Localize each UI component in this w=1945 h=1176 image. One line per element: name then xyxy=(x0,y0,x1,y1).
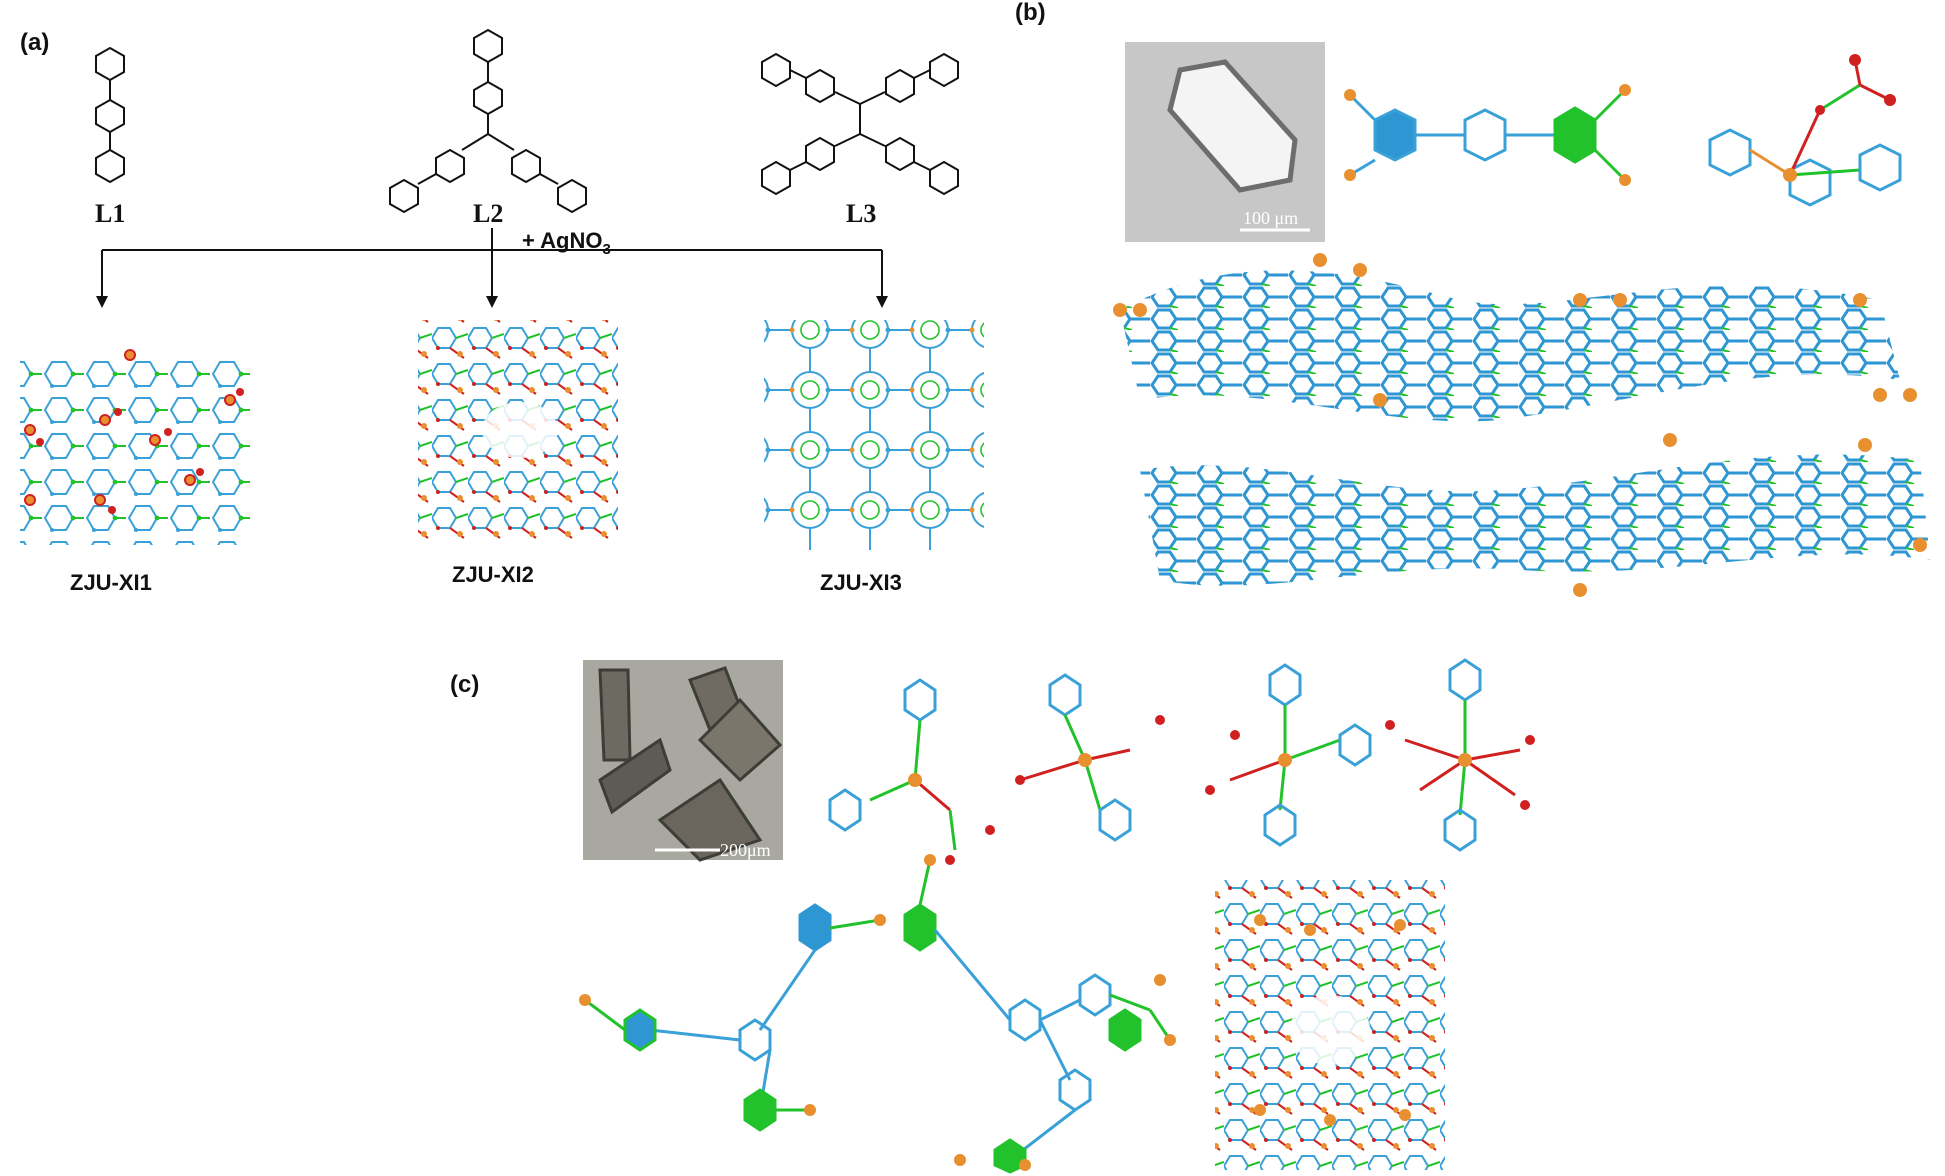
framework-label-zju-xi3: ZJU-XI3 xyxy=(820,570,902,595)
silver-coordination-c2 xyxy=(1015,673,1165,842)
panel-label-b: (b) xyxy=(1015,0,1046,26)
ligand-chain-c xyxy=(579,854,1176,1174)
silver-coordination-b xyxy=(1708,54,1902,207)
ligand-l2-structure xyxy=(389,28,587,214)
reagent-prefix: + AgNO xyxy=(522,228,602,253)
ligand-fragment-b xyxy=(1344,84,1631,186)
ligand-l1-structure xyxy=(95,46,125,184)
framework-zju-xi3-structure xyxy=(764,320,984,550)
panel-label-a: (a) xyxy=(20,29,49,56)
ligand-label-l3: L3 xyxy=(846,199,876,228)
crystal-micrograph-c: 200μm xyxy=(583,660,783,862)
reaction-arrows xyxy=(96,228,888,308)
framework-packing-b xyxy=(1113,253,1930,597)
silver-coordination-c4 xyxy=(1385,658,1535,852)
scale-label-b: 100 μm xyxy=(1243,208,1298,228)
ligand-l3-structure xyxy=(761,52,959,196)
ligand-label-l2: L2 xyxy=(473,199,503,228)
framework-zju-xi1-structure xyxy=(20,349,250,545)
framework-packing-c xyxy=(1215,880,1445,1170)
framework-label-zju-xi2: ZJU-XI2 xyxy=(452,562,534,587)
reagent-label: + AgNO3 xyxy=(522,228,611,258)
ligand-label-l1: L1 xyxy=(95,199,125,228)
scale-label-c: 200μm xyxy=(720,840,771,860)
framework-zju-xi2-structure xyxy=(418,320,618,540)
panel-label-c: (c) xyxy=(450,671,479,698)
crystal-micrograph-b: 100 μm xyxy=(1125,42,1325,242)
silver-coordination-c1 xyxy=(828,678,995,865)
silver-coordination-c3 xyxy=(1205,663,1372,847)
framework-label-zju-xi1: ZJU-XI1 xyxy=(70,570,152,595)
